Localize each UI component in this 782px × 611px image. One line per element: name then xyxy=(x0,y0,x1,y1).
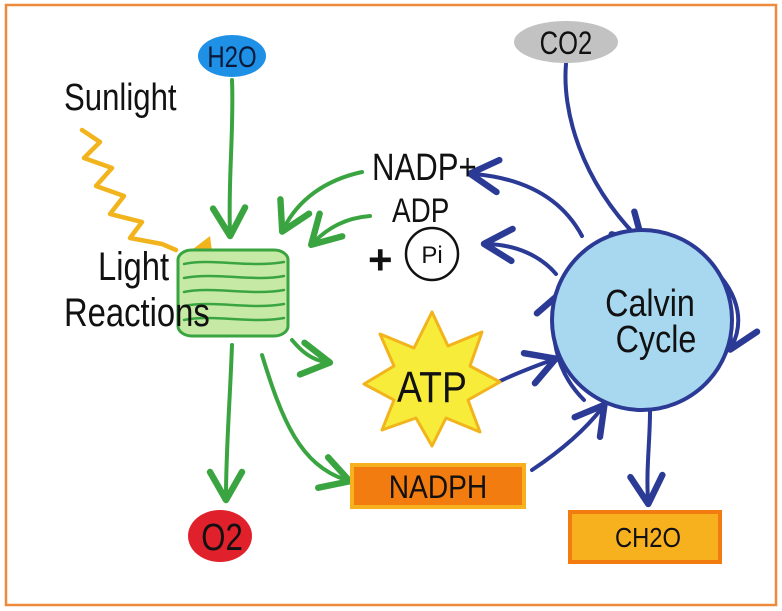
co2-badge xyxy=(514,21,618,63)
reactions-label: Reactions xyxy=(64,290,210,335)
arrow-adp-to-light-reactions xyxy=(307,210,372,249)
arrow-light-reactions-to-o2 xyxy=(206,343,246,504)
arrow-nadp-to-light-reactions xyxy=(277,170,364,235)
pi-label: Pi xyxy=(421,242,442,269)
h2o-label: H2O xyxy=(207,39,256,73)
arrow-atp-to-calvin-cycle xyxy=(492,349,559,387)
arrow-calvin-to-nadp xyxy=(466,156,584,238)
arrow-light-reactions-to-atp xyxy=(290,338,334,378)
diagram-frame xyxy=(4,3,778,607)
nadph-label: NADPH xyxy=(389,470,488,505)
co2-label: CO2 xyxy=(540,26,593,61)
arrow-h2o-to-light-reactions xyxy=(209,78,249,240)
green-arrows xyxy=(206,78,372,504)
atp-starburst xyxy=(362,310,502,448)
h2o-badge xyxy=(198,35,266,77)
ch2o-box xyxy=(568,510,722,564)
calvin-label: Calvin xyxy=(605,283,695,325)
arrow-co2-to-calvin-cycle xyxy=(563,62,647,247)
arrow-nadph-to-calvin-cycle xyxy=(530,401,608,472)
adp-label: ADP xyxy=(392,191,449,229)
calvin-cycle-circle xyxy=(550,228,734,412)
arrow-calvin-to-adp xyxy=(480,225,558,276)
o2-badge xyxy=(188,510,252,562)
plus-sign: + xyxy=(368,236,393,283)
sunlight-label: Sunlight xyxy=(64,77,177,119)
arrow-calvin-to-ch2o xyxy=(627,410,666,508)
atp-label: ATP xyxy=(397,362,467,412)
thylakoid-stack xyxy=(176,248,290,338)
cycle-label: Cycle xyxy=(616,319,697,361)
ch2o-label: CH2O xyxy=(615,521,681,553)
light-label: Light xyxy=(98,244,169,289)
o2-label: O2 xyxy=(201,517,243,559)
nadp-plus-label: NADP+ xyxy=(372,147,477,189)
nadph-box xyxy=(350,463,526,509)
pi-circle xyxy=(404,226,460,282)
arrow-light-reactions-to-nadph xyxy=(260,353,354,491)
